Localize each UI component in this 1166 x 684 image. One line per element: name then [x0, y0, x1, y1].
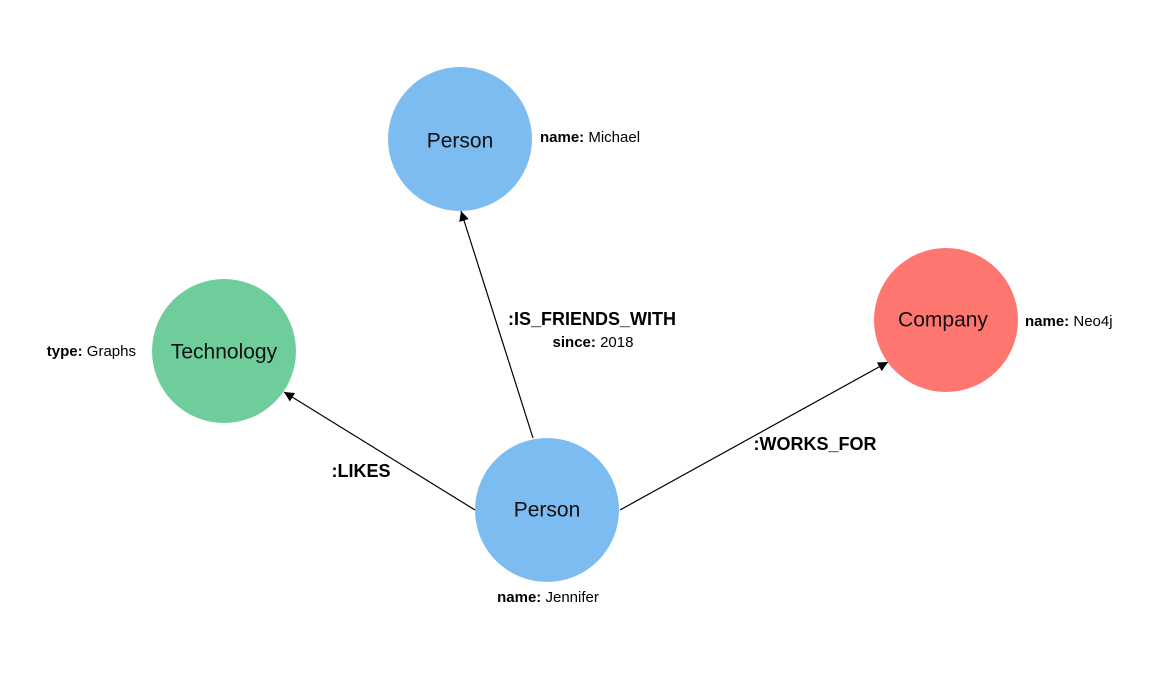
node-prop-company: name: Neo4j: [1025, 313, 1113, 330]
node-label-jennifer: Person: [514, 499, 581, 522]
node-technology[interactable]: Technology: [152, 279, 296, 423]
node-prop-technology-key: type:: [47, 343, 83, 360]
rel-prop-since: since: 2018: [553, 334, 634, 351]
rel-label-is-friends-with: :IS_FRIENDS_WITH: [508, 309, 676, 329]
node-prop-jennifer-key: name:: [497, 589, 541, 606]
node-company[interactable]: Company: [874, 248, 1018, 392]
edge-works-for[interactable]: [619, 361, 889, 511]
node-circle-michael[interactable]: [388, 67, 532, 211]
node-label-company: Company: [898, 309, 988, 332]
rel-prop-since-value: 2018: [600, 334, 633, 351]
node-circle-company[interactable]: [874, 248, 1018, 392]
edges: [283, 210, 889, 511]
node-prop-michael-value: Michael: [588, 129, 640, 146]
node-prop-company-value: Neo4j: [1073, 313, 1112, 330]
node-prop-technology-value: Graphs: [87, 343, 136, 360]
node-person-michael[interactable]: Person: [388, 67, 532, 211]
node-prop-michael-key: name:: [540, 129, 584, 146]
edge-likes[interactable]: [283, 391, 476, 511]
rel-label-works-for: :WORKS_FOR: [754, 434, 877, 454]
node-prop-technology: type: Graphs: [47, 343, 136, 360]
rel-label-likes: :LIKES: [331, 461, 390, 481]
node-prop-michael: name: Michael: [540, 129, 640, 146]
node-label-technology: Technology: [171, 341, 278, 364]
node-prop-company-key: name:: [1025, 313, 1069, 330]
node-circle-jennifer[interactable]: [475, 438, 619, 582]
node-prop-jennifer-value: Jennifer: [545, 589, 598, 606]
edge-is-friends-with[interactable]: [459, 210, 534, 439]
node-person-jennifer[interactable]: Person: [475, 438, 619, 582]
rel-prop-since-key: since:: [553, 334, 596, 351]
node-circle-technology[interactable]: [152, 279, 296, 423]
node-prop-jennifer: name: Jennifer: [497, 589, 599, 606]
node-label-michael: Person: [427, 130, 494, 153]
